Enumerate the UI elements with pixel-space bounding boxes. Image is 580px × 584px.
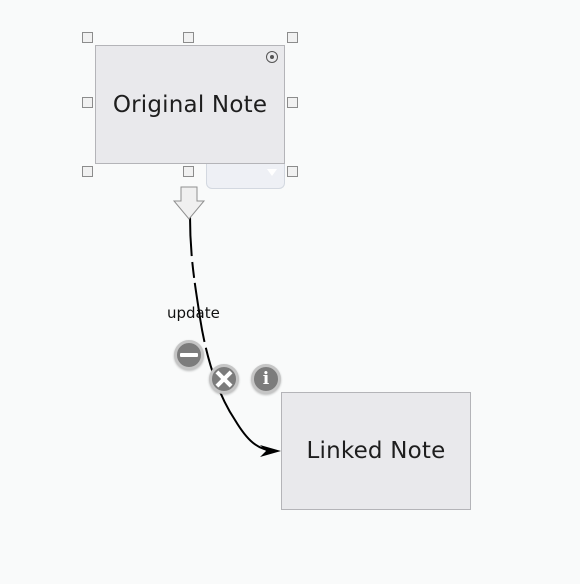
link-label[interactable]: update	[167, 304, 220, 322]
resize-handle-bottom-left[interactable]	[82, 166, 93, 177]
resize-handle-right[interactable]	[287, 97, 298, 108]
resize-handle-left[interactable]	[82, 97, 93, 108]
resize-handle-top[interactable]	[183, 32, 194, 43]
original-note-title: Original Note	[112, 91, 268, 118]
info-glyph: i	[262, 369, 270, 389]
arrow-down-icon[interactable]	[172, 186, 206, 220]
original-note[interactable]: Original Note	[95, 45, 285, 164]
linked-note[interactable]: Linked Note	[281, 392, 471, 510]
arrowhead-icon	[260, 445, 281, 457]
resize-handle-top-right[interactable]	[287, 32, 298, 43]
resize-handle-top-left[interactable]	[82, 32, 93, 43]
target-icon[interactable]	[266, 51, 278, 63]
link-path[interactable]	[189, 215, 276, 452]
minus-circle-icon[interactable]	[174, 340, 204, 370]
resize-handle-bottom-right[interactable]	[287, 166, 298, 177]
x-circle-icon[interactable]	[209, 364, 239, 394]
dropdown-triangle-icon	[267, 169, 277, 176]
resize-handle-bottom[interactable]	[183, 166, 194, 177]
note-dropdown-tab[interactable]	[206, 163, 285, 189]
info-icon[interactable]: i	[251, 364, 281, 394]
linked-note-title: Linked Note	[306, 438, 446, 464]
